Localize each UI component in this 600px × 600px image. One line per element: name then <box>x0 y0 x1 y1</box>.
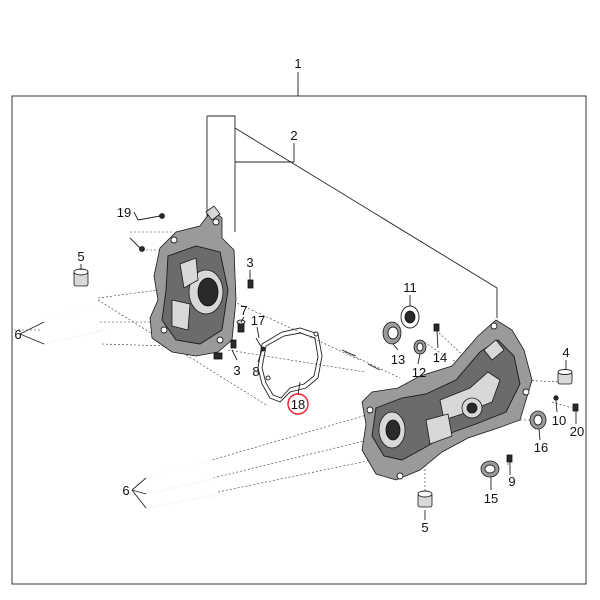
callout-1: 1 <box>294 56 301 71</box>
right-crankcase-half <box>361 319 533 481</box>
callout-15: 15 <box>484 491 498 506</box>
dowel-pin-upper <box>73 268 89 287</box>
callout-18: 18 <box>291 397 305 412</box>
callout-labels: 1 2 3 3 4 5 5 6 6 7 8 9 10 11 12 13 14 1… <box>14 56 584 535</box>
callout-9: 9 <box>508 474 515 489</box>
stud-bolts-lower <box>145 459 221 509</box>
callout-17: 17 <box>251 313 265 328</box>
gasket <box>257 327 323 403</box>
bolt-14 <box>433 323 440 332</box>
callout-13: 13 <box>391 352 405 367</box>
oil-seal-15 <box>480 460 500 478</box>
pin-4 <box>557 369 573 385</box>
callout-10: 10 <box>552 413 566 428</box>
stud-bolts-upper <box>43 303 105 345</box>
callout-3-upper: 3 <box>246 255 253 270</box>
callout-19: 19 <box>117 205 131 220</box>
callout-20: 20 <box>570 424 584 439</box>
callout-11: 11 <box>403 280 417 295</box>
callout-leaders <box>19 211 577 520</box>
bolt-9 <box>506 454 513 463</box>
bracket-2 <box>206 115 498 318</box>
bearing-11 <box>400 305 420 329</box>
bolts-10-20 <box>553 395 579 412</box>
callout-14: 14 <box>433 350 447 365</box>
callout-16: 16 <box>534 440 548 455</box>
callout-6-lower: 6 <box>122 483 129 498</box>
assembly-frame <box>11 95 587 585</box>
callout-8: 8 <box>252 364 259 379</box>
callout-3-lower: 3 <box>233 363 240 378</box>
oil-seal-16 <box>529 410 547 430</box>
callout-4: 4 <box>562 345 569 360</box>
oil-seal-12 <box>413 339 427 355</box>
callout-6-upper: 6 <box>14 327 21 342</box>
callout-5-upper: 5 <box>77 249 84 264</box>
bolts-19 <box>129 213 165 252</box>
callout-7: 7 <box>240 303 247 318</box>
oil-seal-13 <box>382 321 402 345</box>
left-crankcase-half <box>149 205 237 357</box>
callout-2: 2 <box>290 128 297 143</box>
stud-right-case <box>341 349 381 371</box>
dowel-pin-lower <box>417 490 433 508</box>
callout-5-lower: 5 <box>421 520 428 535</box>
callout-12: 12 <box>412 365 426 380</box>
highlight-circle <box>287 393 309 415</box>
